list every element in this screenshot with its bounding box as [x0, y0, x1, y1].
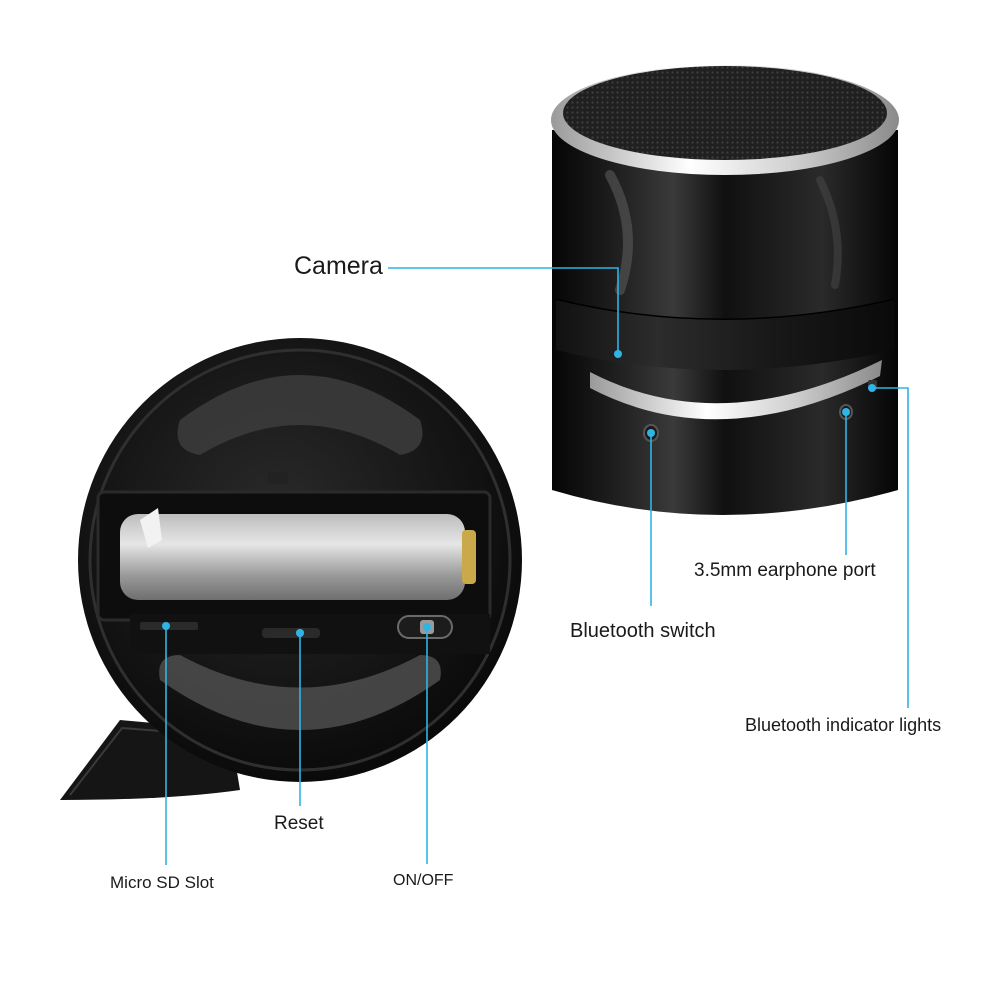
callout-leader-lines	[165, 267, 909, 865]
dot-micro-sd	[162, 622, 170, 630]
callout-bluetooth-lights: Bluetooth indicator lights	[745, 715, 942, 735]
callout-bluetooth-switch: Bluetooth switch	[570, 620, 716, 642]
dot-on-off	[423, 623, 431, 631]
dot-camera	[614, 350, 622, 358]
dot-earphone-port	[842, 408, 850, 416]
callout-micro-sd: Micro SD Slot	[110, 873, 214, 892]
leader-bluetooth-lights	[872, 387, 909, 708]
device-underside	[60, 338, 522, 800]
dot-bluetooth-switch	[647, 429, 655, 437]
callout-camera: Camera	[294, 252, 383, 280]
callout-reset: Reset	[274, 813, 324, 834]
leader-camera	[388, 267, 619, 354]
speaker-camera-device	[551, 65, 899, 515]
callout-earphone-port: 3.5mm earphone port	[694, 560, 876, 581]
dot-reset	[296, 629, 304, 637]
callout-on-off: ON/OFF	[393, 872, 454, 889]
callout-anchor-dots	[162, 350, 876, 637]
dot-bluetooth-lights	[868, 384, 876, 392]
